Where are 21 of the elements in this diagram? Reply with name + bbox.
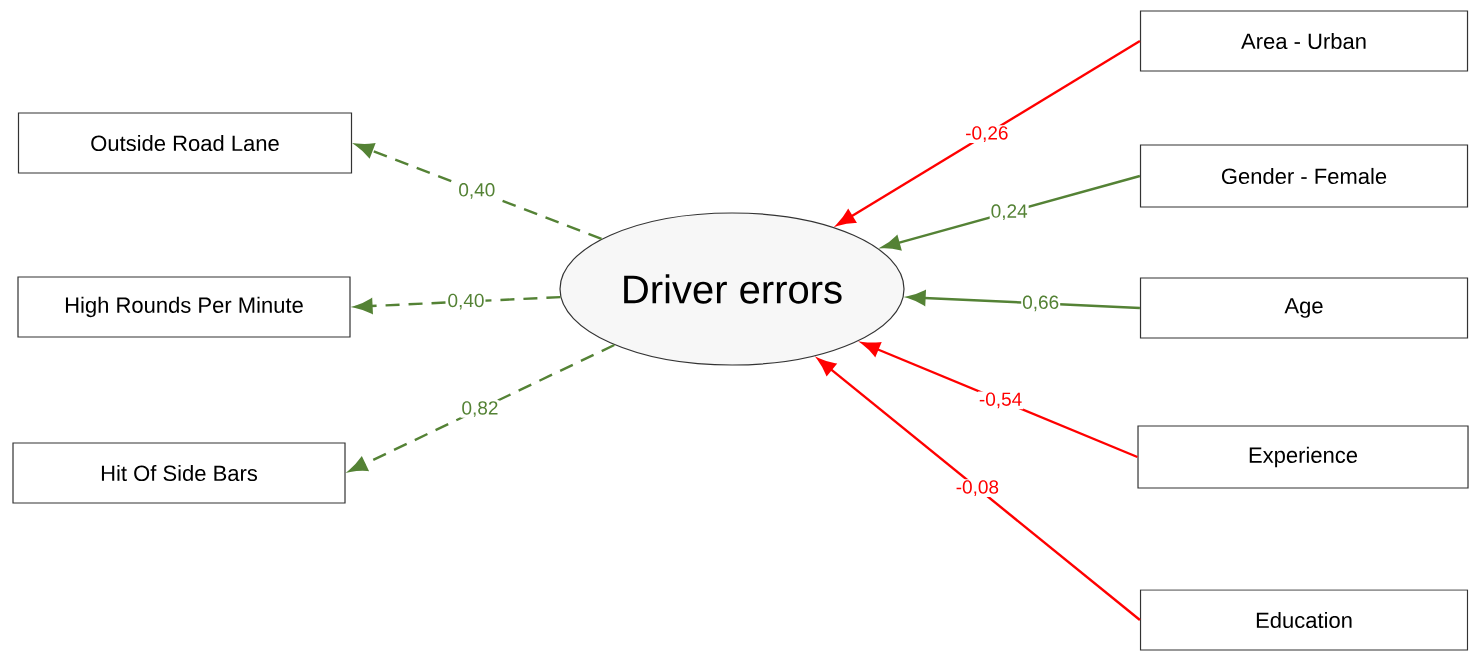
arrow <box>348 343 615 473</box>
arrow <box>354 295 561 314</box>
edge-label: -0,26 <box>964 125 1010 143</box>
edge-label: 0,24 <box>989 203 1029 222</box>
variable-box: Outside Road Lane <box>17 112 353 174</box>
variable-box: Area - Urban <box>1139 10 1469 72</box>
arrow <box>881 174 1141 251</box>
edge-label: 0,40 <box>457 182 497 200</box>
variable-box: Hit Of Side Bars <box>12 442 346 504</box>
edge-label: 0,40 <box>446 292 486 311</box>
variable-box: High Rounds Per Minute <box>17 276 351 338</box>
edge-label: 0,66 <box>1021 294 1061 313</box>
variable-box: Gender - Female <box>1139 144 1469 208</box>
edge-label: 0,82 <box>460 400 500 418</box>
arrow <box>355 143 602 240</box>
arrow <box>907 290 1140 310</box>
variable-box: Age <box>1139 277 1469 339</box>
edge-label: -0,08 <box>954 479 1000 497</box>
variable-box: Experience <box>1137 425 1469 489</box>
arrow <box>836 39 1141 226</box>
variable-box: Education <box>1139 589 1469 651</box>
